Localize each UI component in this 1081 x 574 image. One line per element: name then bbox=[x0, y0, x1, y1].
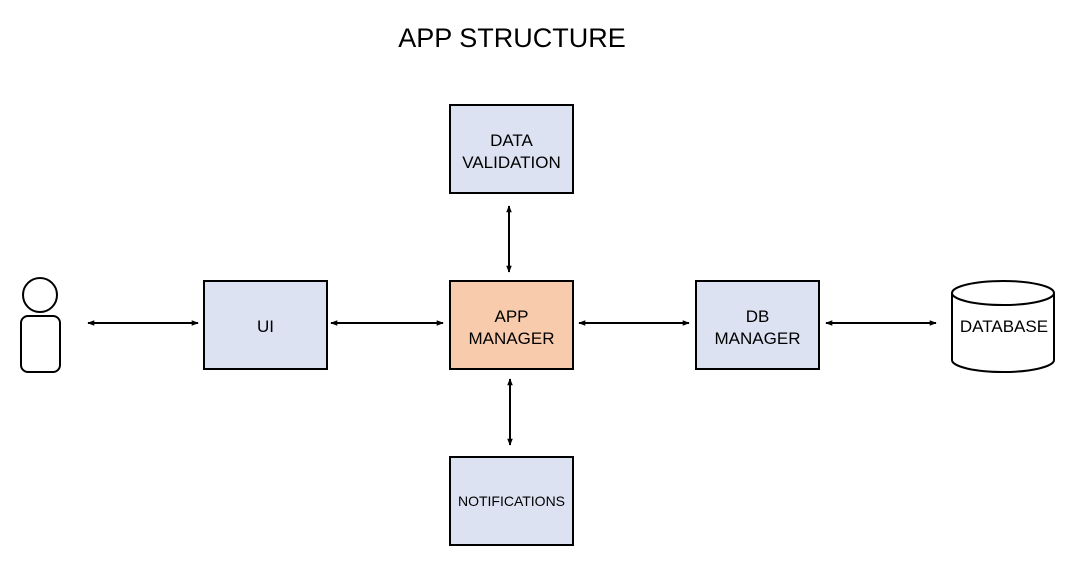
user-actor-icon bbox=[20, 277, 61, 373]
db-manager-label-line-1: DB bbox=[746, 307, 770, 326]
db-manager-label-line-2: MANAGER bbox=[715, 329, 801, 348]
notifications-node: NOTIFICATIONS bbox=[449, 456, 574, 546]
app-manager-label-line-1: APP bbox=[494, 307, 528, 326]
app-manager-node: APP MANAGER bbox=[449, 280, 574, 370]
database-label: DATABASE bbox=[960, 317, 1048, 336]
diagram-title: APP STRUCTURE bbox=[398, 23, 626, 53]
data-validation-label-line-2: VALIDATION bbox=[462, 153, 561, 172]
notifications-label: NOTIFICATIONS bbox=[458, 493, 565, 509]
db-manager-node: DB MANAGER bbox=[695, 280, 820, 370]
ui-node-label: UI bbox=[257, 317, 274, 336]
database-cylinder-icon: DATABASE bbox=[951, 280, 1055, 373]
data-validation-node: DATA VALIDATION bbox=[449, 104, 574, 194]
data-validation-label-line-1: DATA bbox=[490, 131, 533, 150]
ui-node: UI bbox=[203, 280, 328, 370]
app-manager-label-line-2: MANAGER bbox=[469, 329, 555, 348]
